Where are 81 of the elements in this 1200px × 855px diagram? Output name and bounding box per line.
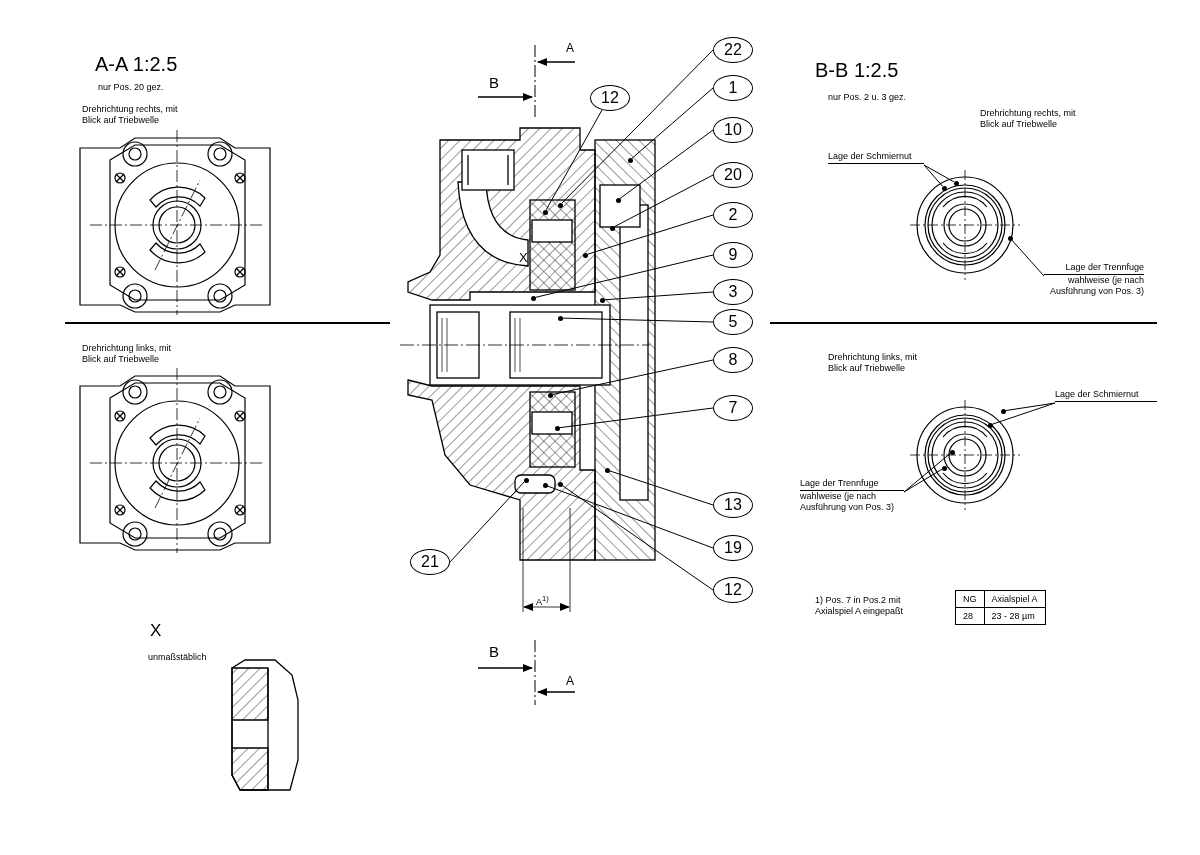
- leader-line: [903, 453, 951, 493]
- view-note: nur Pos. 2 u. 3 gez.: [828, 92, 907, 104]
- detail-letter: X: [519, 250, 528, 267]
- leader-dot: [547, 392, 553, 398]
- rotation-note: Drehrichtung links, mit Blick auf Triebwelle: [828, 352, 919, 375]
- leader-dot: [530, 295, 536, 301]
- leader-dot: [627, 157, 633, 163]
- leader-line: [562, 317, 714, 323]
- callout-note: Lage der Trennfuge: [1044, 262, 1144, 275]
- leader-line: [619, 129, 714, 199]
- callout-note: Lage der Trennfuge: [800, 478, 904, 491]
- callout-number: 5: [713, 309, 753, 335]
- callout-number: 21: [410, 549, 450, 575]
- table-cell: 28: [955, 607, 984, 625]
- leader-dot: [1007, 235, 1013, 241]
- rotation-note: Drehrichtung links, mit Blick auf Triebwelle: [82, 343, 173, 366]
- leader-dot: [609, 225, 615, 231]
- leader-dot: [542, 209, 548, 215]
- leader-dot: [557, 315, 563, 321]
- callout-number: 12: [713, 577, 753, 603]
- leader-line: [613, 174, 714, 228]
- leader-line: [559, 407, 714, 429]
- callout-number: 19: [713, 535, 753, 561]
- callout-number: 1: [713, 75, 753, 101]
- callout-number: 22: [713, 37, 753, 63]
- leader-dot: [604, 467, 610, 473]
- note-text: wahlweise (je nach Ausführung von Pos. 3): [1048, 274, 1144, 299]
- rotation-note: Drehrichtung rechts, mit Blick auf Triebwelle: [980, 108, 1077, 131]
- leader-line: [545, 109, 603, 211]
- leader-line: [631, 87, 714, 159]
- section-letter: B: [489, 643, 499, 662]
- callout-number: 9: [713, 242, 753, 268]
- view-note: nur Pos. 20 gez.: [98, 82, 164, 94]
- leader-dot: [1000, 408, 1006, 414]
- leader-line: [991, 402, 1056, 425]
- scale-note: unmaßstäblich: [148, 652, 207, 664]
- leader-line: [449, 481, 525, 563]
- callout-note: Lage der Schmiernut: [1055, 389, 1157, 402]
- callout-number: 3: [713, 279, 753, 305]
- leader-line: [1011, 239, 1045, 277]
- leader-dot: [615, 197, 621, 203]
- section-title: B-B 1:2.5: [815, 58, 899, 83]
- leader-dot: [523, 477, 529, 483]
- leader-dot: [953, 180, 959, 186]
- leader-line: [561, 49, 714, 204]
- leader-dot: [949, 449, 955, 455]
- callout-number: 12: [590, 85, 630, 111]
- leader-dot: [599, 297, 605, 303]
- callout-number: 13: [713, 492, 753, 518]
- section-letter: A: [566, 674, 574, 689]
- section-letter: B: [489, 74, 499, 93]
- table-cell: Axialspiel A: [984, 590, 1046, 608]
- callout-note: Lage der Schmiernut: [828, 151, 924, 164]
- leader-line: [923, 164, 943, 187]
- leader-dot: [941, 185, 947, 191]
- leader-dot: [557, 481, 563, 487]
- section-letter: A: [566, 41, 574, 56]
- table-cell: 23 - 28 µm: [984, 607, 1046, 625]
- dimension-label: A$^{1)}$: [536, 594, 549, 609]
- rotation-note: Drehrichtung rechts, mit Blick auf Triebwelle: [82, 104, 179, 127]
- note-text: wahlweise (je nach Ausführung von Pos. 3): [800, 490, 896, 515]
- leader-dot: [554, 425, 560, 431]
- detail-letter: X: [150, 620, 162, 642]
- leader-dot: [582, 252, 588, 258]
- callout-number: 10: [713, 117, 753, 143]
- callout-number: 8: [713, 347, 753, 373]
- leader-line: [923, 164, 955, 183]
- leader-dot: [987, 422, 993, 428]
- footnote: 1) Pos. 7 in Pos.2 mit Axialspiel A eingepaßt: [815, 595, 905, 618]
- callout-number: 20: [713, 162, 753, 188]
- callout-number: 7: [713, 395, 753, 421]
- callout-number: 2: [713, 202, 753, 228]
- leader-dot: [542, 482, 548, 488]
- leader-line: [604, 291, 714, 301]
- section-title: A-A 1:2.5: [95, 52, 178, 77]
- table-cell: NG: [955, 590, 984, 608]
- leader-dot: [941, 465, 947, 471]
- leader-line: [534, 254, 714, 298]
- leader-line: [561, 484, 714, 591]
- leader-line: [546, 485, 714, 549]
- leader-dot: [557, 202, 563, 208]
